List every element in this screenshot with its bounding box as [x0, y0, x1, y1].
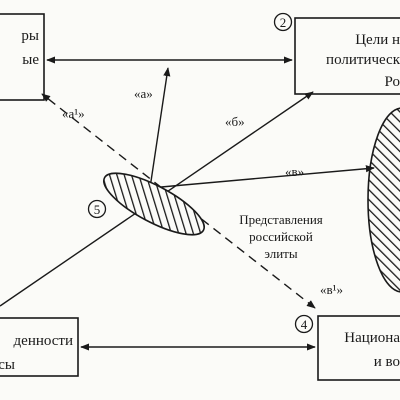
box-national [317, 315, 400, 381]
number-circle-2 [273, 12, 293, 32]
box-bottom-left [0, 317, 79, 377]
number-2: 2 [280, 15, 287, 30]
box-goals [294, 17, 400, 95]
label-a1: «а¹» [62, 106, 85, 121]
label-b: «б» [225, 114, 245, 129]
box-top-left-line-2: ые [22, 52, 39, 68]
box-top-left [0, 13, 45, 101]
number-5: 5 [94, 202, 101, 217]
box-national-line-1: Национа [344, 330, 400, 346]
label-v: «в» [285, 164, 304, 179]
box-goals-line-3: Ро [385, 74, 400, 90]
number-circle-5 [87, 199, 107, 219]
representations-ellipse [103, 172, 205, 236]
representations-label-line-3: элиты [264, 246, 297, 261]
label-v1: «в¹» [320, 282, 343, 297]
box-bottom-left-line-2: сы [0, 357, 15, 373]
box-bottom-left-line-1: денности [14, 333, 73, 349]
number-4: 4 [301, 317, 308, 332]
box-national-line-2: и во [374, 354, 400, 370]
box-top-left-line-1: ры [21, 28, 39, 44]
right-hatched-ellipse [367, 107, 400, 293]
label-a: «а» [134, 86, 153, 101]
number-circle-4 [294, 314, 314, 334]
box-goals-line-1: Цели н [355, 32, 400, 48]
representations-label-line-2: российской [249, 229, 313, 244]
representations-label-line-1: Представления [239, 212, 323, 227]
box-goals-line-2: политическ [326, 52, 400, 68]
